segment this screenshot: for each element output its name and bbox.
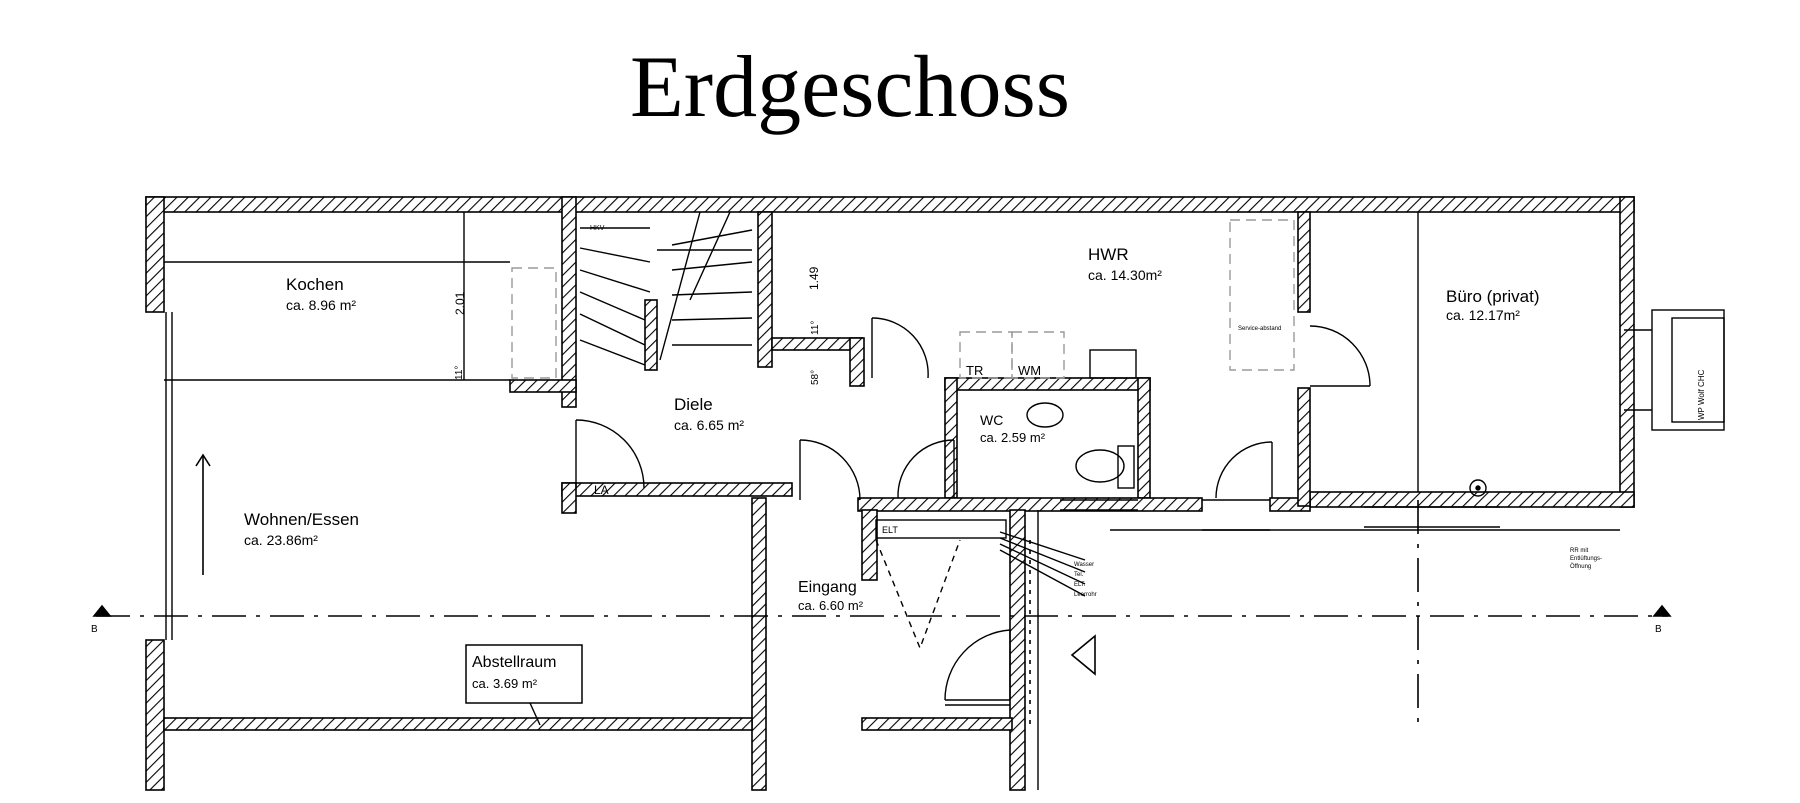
wall-wc-top <box>944 377 1151 391</box>
section-mark-left: B <box>91 624 98 635</box>
room-name-hwr: HWR <box>1088 245 1129 264</box>
note-service: Service-abstand <box>1238 326 1281 332</box>
wall-stair-right <box>757 211 773 368</box>
fixture-wm: WM <box>1018 363 1041 378</box>
note-utility-3: ELT. <box>1074 582 1086 588</box>
wall-abstell-top <box>163 717 753 731</box>
wall-stair-landing <box>771 337 863 351</box>
room-name-abstellraum: Abstellraum <box>472 654 556 671</box>
note-utility-2: Tel. <box>1074 572 1084 578</box>
room-area-eingang: ca. 6.60 m² <box>798 598 864 613</box>
room-name-diele: Diele <box>674 395 713 414</box>
wall-wc-bottom <box>857 497 1203 512</box>
door-swings <box>575 317 1371 701</box>
wall-buro-left-lower <box>1297 387 1311 507</box>
wall-stair-core <box>644 299 658 371</box>
window-lines <box>164 211 1725 790</box>
dim-11-a: 11° <box>454 366 465 380</box>
fixture-labels: TR WM HKV ELT LA <box>590 225 1041 535</box>
note-utility-4: Leerrohr <box>1074 592 1097 598</box>
room-area-diele: ca. 6.65 m² <box>674 417 744 433</box>
wall-buro-left-upper <box>1297 211 1311 313</box>
wall-kitchen-stub <box>509 379 577 393</box>
note-wp: WP Wolf CHC <box>1697 369 1706 420</box>
room-name-buero: Büro (privat) <box>1446 287 1540 306</box>
walls <box>145 196 1635 791</box>
room-name-wc: WC <box>980 412 1003 428</box>
wall-eingang-bottom <box>861 717 1013 731</box>
note-rwa-3: Öffnung <box>1570 563 1591 570</box>
wall-diele-corner <box>561 482 577 514</box>
dashed-lines <box>511 219 1295 379</box>
room-area-abstellraum: ca. 3.69 m² <box>472 676 538 691</box>
section-line <box>92 453 1672 725</box>
fixture-la: LA <box>594 483 609 497</box>
dim-11-b: 11° <box>810 321 821 335</box>
room-name-kochen: Kochen <box>286 275 344 294</box>
note-utility-1: Wasser <box>1074 562 1094 568</box>
room-name-eingang: Eingang <box>798 579 857 596</box>
room-labels: Kochen ca. 8.96 m² Diele ca. 6.65 m² Woh… <box>244 245 1540 691</box>
room-area-buero: ca. 12.17m² <box>1446 307 1520 323</box>
wall-stair-left <box>561 196 577 408</box>
wall-abstell-right <box>751 497 767 791</box>
wall-landing-post <box>849 337 865 387</box>
room-name-wohnen: Wohnen/Essen <box>244 510 359 529</box>
wall-left-upper <box>145 196 165 313</box>
dim-1-49: 1.49 <box>807 266 821 290</box>
note-rwa-2: Entlüftungs- <box>1570 556 1602 562</box>
wall-wc-left <box>944 377 958 499</box>
room-area-hwr: ca. 14.30m² <box>1088 267 1162 283</box>
wall-eingang-left <box>861 509 878 581</box>
plan-title: Erdgeschoss <box>630 39 1070 136</box>
room-area-wohnen: ca. 23.86m² <box>244 532 318 548</box>
fixture-hkv: HKV <box>590 225 605 232</box>
notes: Service-abstand WP Wolf CHC Wasser Tel. … <box>91 326 1706 635</box>
fixture-tr: TR <box>966 363 983 378</box>
wall-top <box>145 196 1635 213</box>
section-mark-right: B <box>1655 624 1662 635</box>
wall-left-lower <box>145 639 165 791</box>
wall-wc-right <box>1137 377 1151 499</box>
dimension-labels: 2.01 1.49 11° 11° 58° <box>453 266 821 385</box>
fixture-elt: ELT <box>882 525 898 535</box>
note-rwa-1: RR mit <box>1570 548 1589 554</box>
dim-58: 58° <box>810 370 821 385</box>
wall-right <box>1619 196 1635 508</box>
room-area-kochen: ca. 8.96 m² <box>286 297 356 313</box>
dim-2-01: 2.01 <box>453 291 467 315</box>
room-area-wc: ca. 2.59 m² <box>980 430 1046 445</box>
